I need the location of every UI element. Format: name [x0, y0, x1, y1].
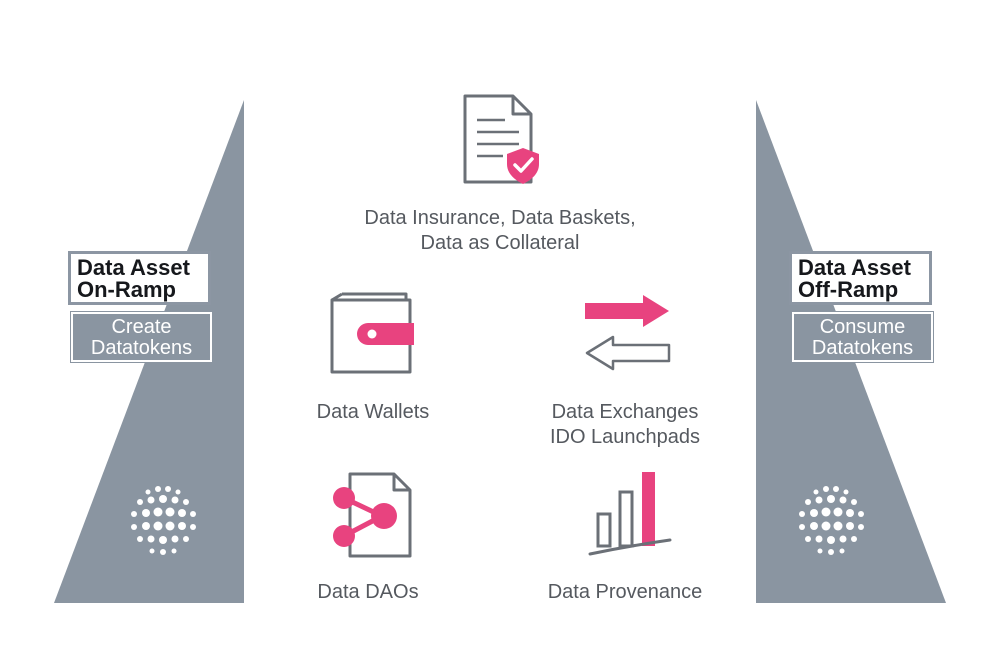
insurance-label-line1: Data Insurance, Data Baskets,	[364, 207, 636, 229]
left-ramp-title-line1: Data Asset	[77, 255, 190, 280]
left-ramp-sub-line1: Create	[111, 316, 172, 338]
wallets-label: Data Wallets	[273, 400, 473, 425]
right-ramp-title-line2: Off-Ramp	[798, 277, 899, 302]
exchanges-label: Data Exchanges IDO Launchpads	[505, 400, 745, 450]
wallet-icon	[330, 292, 414, 374]
insurance-label: Data Insurance, Data Baskets, Data as Co…	[300, 206, 700, 256]
exchange-arrows-icon	[585, 295, 671, 371]
document-shield-icon	[463, 94, 539, 184]
insurance-label-line2: Data as Collateral	[420, 232, 580, 254]
daos-label-line1: Data DAOs	[317, 581, 419, 603]
left-ramp-title: Data Asset On-Ramp	[68, 251, 211, 305]
right-ramp-sub-line1: Consume	[819, 316, 906, 338]
right-ramp-title: Data Asset Off-Ramp	[789, 251, 932, 305]
exchanges-label-line1: Data Exchanges	[551, 401, 699, 423]
provenance-label-line1: Data Provenance	[547, 581, 703, 603]
left-ramp-title-line2: On-Ramp	[77, 277, 176, 302]
share-document-icon	[333, 472, 412, 558]
left-ramp-logo-icon	[131, 486, 196, 555]
left-ramp-sub-line2: Datatokens	[90, 337, 193, 359]
provenance-label: Data Provenance	[505, 580, 745, 605]
wallets-label-line1: Data Wallets	[316, 401, 430, 423]
left-ramp-subtitle: Create Datatokens	[70, 311, 213, 363]
exchanges-label-line2: IDO Launchpads	[549, 426, 701, 448]
right-ramp-sub-line2: Datatokens	[811, 337, 914, 359]
right-ramp-subtitle: Consume Datatokens	[791, 311, 934, 363]
daos-label: Data DAOs	[268, 580, 468, 605]
bar-chart-icon	[588, 472, 672, 556]
right-ramp-title-line1: Data Asset	[798, 255, 911, 280]
right-ramp-logo-icon	[799, 486, 864, 555]
